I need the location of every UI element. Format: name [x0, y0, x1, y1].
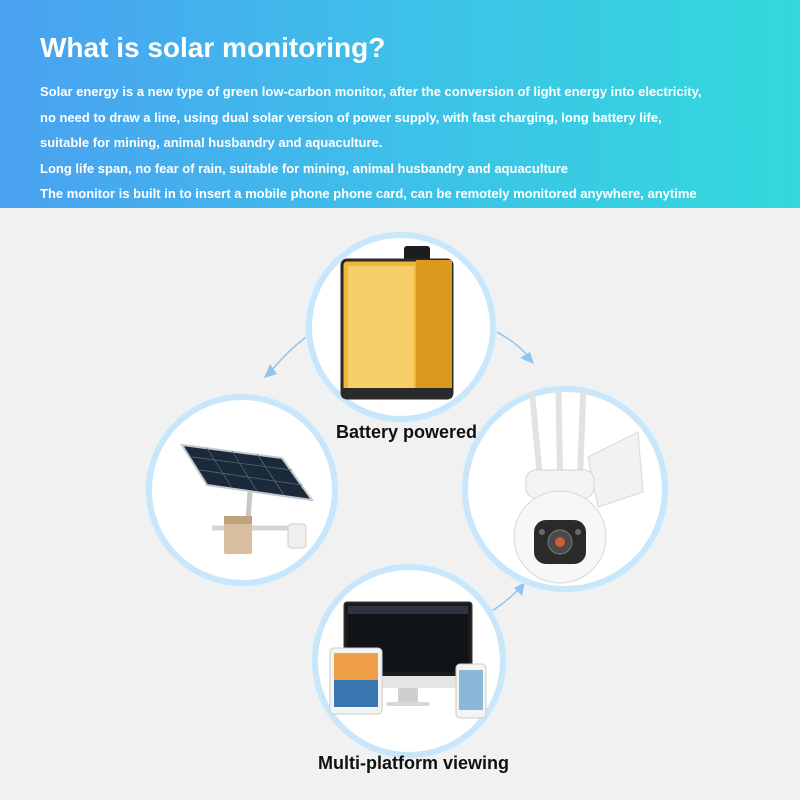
- multi-device-icon: [329, 601, 487, 719]
- description-line: no need to draw a line, using dual solar…: [40, 109, 662, 125]
- solar-monitoring-diagram: Battery powered Multi-platform viewing: [0, 208, 800, 800]
- description-line: suitable for mining, animal husbandry an…: [40, 135, 383, 150]
- page-title: What is solar monitoring?: [40, 32, 386, 63]
- solar-panel-icon: [180, 443, 315, 554]
- header-banner: What is solar monitoring? Solar energy i…: [0, 0, 800, 208]
- description-line: Solar energy is a new type of green low-…: [40, 84, 702, 99]
- camera-ring: [462, 364, 668, 592]
- ptz-camera-icon: [513, 364, 644, 584]
- description-line: The monitor is built in to insert a mobi…: [40, 186, 697, 201]
- description: Solar energy is a new type of green low-…: [40, 79, 790, 207]
- battery-icon: [340, 246, 454, 400]
- battery-caption: Battery powered: [336, 422, 478, 442]
- viewing-caption: Multi-platform viewing: [318, 753, 509, 773]
- viewing-ring: [312, 564, 506, 758]
- battery-ring: [306, 232, 496, 422]
- description-line: Long life span, no fear of rain, suitabl…: [40, 160, 569, 176]
- solar-panel-ring: [146, 394, 338, 586]
